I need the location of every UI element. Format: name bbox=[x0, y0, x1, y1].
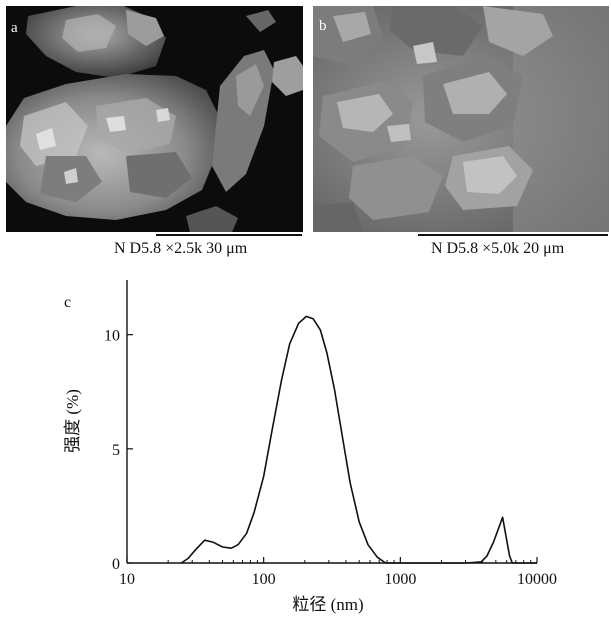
intensity-curve bbox=[180, 315, 537, 564]
scale-text-b: N D5.8 ×5.0k 20 μm bbox=[431, 240, 565, 257]
x-tick-label: 1000 bbox=[384, 571, 416, 588]
x-ticks: 10 100 1000 10000 bbox=[119, 557, 557, 588]
sem-micrograph-b bbox=[313, 6, 609, 232]
axes bbox=[126, 280, 537, 564]
sem-image-a: a bbox=[6, 6, 303, 232]
y-axis-label: 强度 (%) bbox=[63, 389, 82, 453]
scale-bar-a bbox=[156, 234, 302, 236]
y-tick-label: 0 bbox=[112, 556, 120, 573]
panel-label-b: b bbox=[319, 18, 327, 34]
panel-label-a: a bbox=[11, 20, 18, 36]
sem-image-b: b bbox=[313, 6, 609, 232]
x-tick-label: 10 bbox=[119, 571, 135, 588]
x-axis-label: 粒径 (nm) bbox=[292, 595, 363, 614]
x-tick-label: 100 bbox=[252, 571, 276, 588]
y-tick-label: 10 bbox=[104, 328, 120, 345]
panel-label-c: c bbox=[64, 294, 71, 311]
y-tick-label: 5 bbox=[112, 442, 120, 459]
sem-micrograph-a bbox=[6, 6, 303, 232]
particle-size-chart: 0 5 10 10 100 1000 10000 c 粒径 (nm) 强度 (%) bbox=[63, 280, 557, 614]
scale-text-a: N D5.8 ×2.5k 30 μm bbox=[114, 240, 248, 257]
series-group bbox=[180, 315, 537, 564]
y-ticks: 0 5 10 bbox=[104, 328, 133, 573]
scale-bar-b bbox=[418, 234, 608, 236]
x-tick-label: 10000 bbox=[517, 571, 557, 588]
